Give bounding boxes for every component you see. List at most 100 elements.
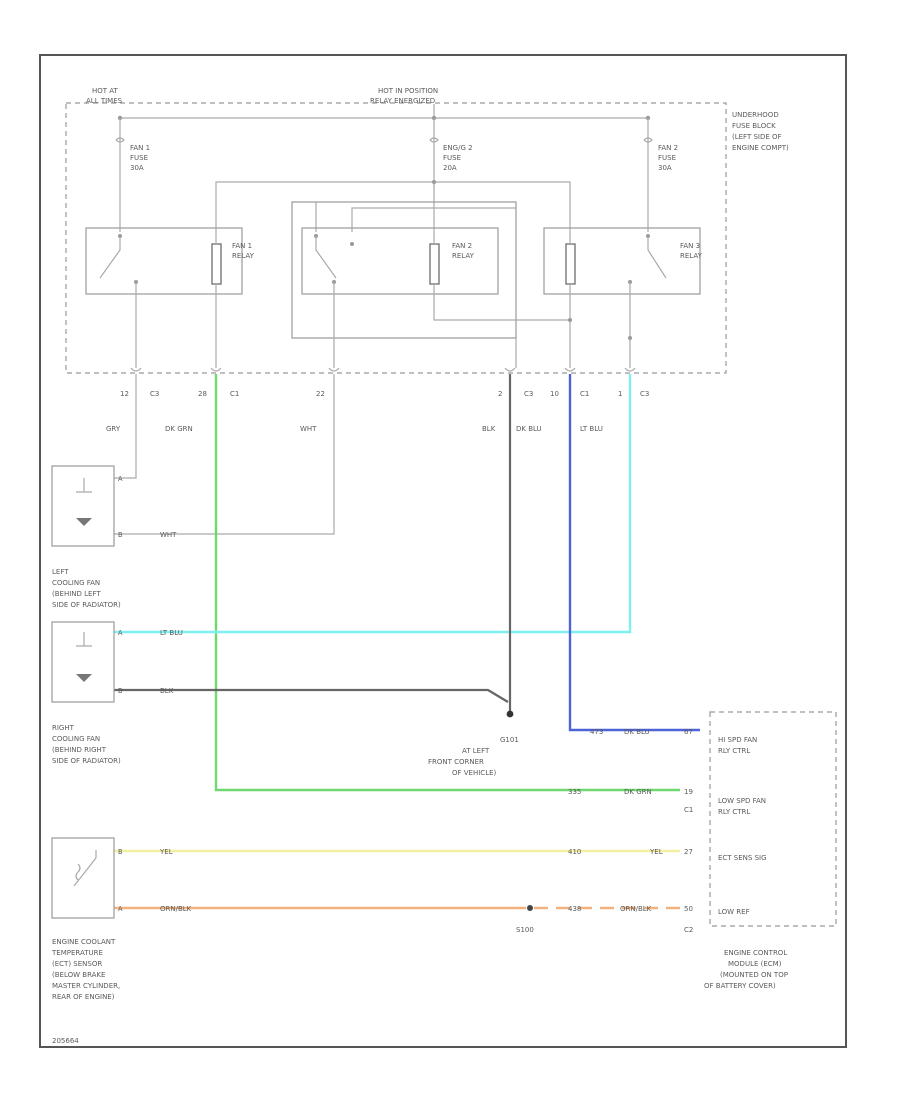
svg-text:C1: C1 — [684, 806, 693, 814]
svg-text:(BELOW BRAKE: (BELOW BRAKE — [52, 971, 105, 979]
svg-text:OF VEHICLE): OF VEHICLE) — [452, 769, 497, 777]
svg-text:RLY CTRL: RLY CTRL — [718, 808, 750, 816]
svg-text:ORN/BLK: ORN/BLK — [160, 905, 192, 913]
relay-node — [628, 336, 632, 340]
svg-text:RELAY: RELAY — [232, 252, 255, 260]
right-fan-label: RIGHT COOLING FAN (BEHIND RIGHT SIDE OF … — [52, 724, 121, 765]
svg-text:ORN/BLK: ORN/BLK — [620, 905, 652, 913]
svg-text:438: 438 — [568, 905, 581, 913]
svg-text:TEMPERATURE: TEMPERATURE — [51, 949, 103, 957]
svg-text:FAN 2: FAN 2 — [658, 144, 678, 152]
ecm-ect-sensor-pin: 410 YEL 27 ECT SENS SIG — [568, 848, 767, 862]
ecm-low-ref-pin: 438 ORN/BLK 50 C2 LOW REF — [568, 905, 750, 934]
svg-text:WHT: WHT — [160, 531, 177, 539]
svg-text:YEL: YEL — [159, 848, 173, 856]
svg-text:FRONT CORNER: FRONT CORNER — [428, 758, 484, 766]
ecm-hi-spd-fan-pin: 473 DK BLU 67 HI SPD FAN RLY CTRL — [590, 728, 757, 755]
svg-text:28: 28 — [198, 390, 207, 398]
relay-enclosure-bridge — [351, 207, 516, 232]
svg-text:SIDE OF RADIATOR): SIDE OF RADIATOR) — [52, 757, 121, 765]
fuse-block-outline — [65, 102, 727, 374]
svg-text:FUSE: FUSE — [658, 154, 676, 162]
svg-text:AT LEFT: AT LEFT — [462, 747, 490, 755]
fan-2-fuse: FAN 2 FUSE 30A — [643, 118, 678, 232]
svg-text:(ECT) SENSOR: (ECT) SENSOR — [52, 960, 102, 968]
svg-text:50: 50 — [684, 905, 693, 913]
fan-1-fuse: FAN 1 FUSE 30A — [115, 118, 150, 232]
svg-text:FAN 1: FAN 1 — [130, 144, 150, 152]
svg-text:ECT SENS SIG: ECT SENS SIG — [718, 854, 767, 862]
svg-text:RELAY: RELAY — [452, 252, 475, 260]
right-cooling-fan: A B LT BLU BLK — [51, 621, 183, 703]
svg-text:LOW SPD FAN: LOW SPD FAN — [718, 797, 766, 805]
connector-c1-pin28: 28 C1 — [198, 367, 239, 398]
svg-text:S100: S100 — [516, 926, 534, 934]
svg-text:FUSE: FUSE — [443, 154, 461, 162]
ecm-low-spd-fan-pin: 335 DK GRN 19 C1 LOW SPD FAN RLY CTRL — [568, 788, 766, 816]
svg-text:ENGINE COOLANT: ENGINE COOLANT — [52, 938, 116, 946]
coil-feed-node — [432, 180, 436, 184]
svg-text:COOLING FAN: COOLING FAN — [52, 579, 100, 587]
svg-text:335: 335 — [568, 788, 581, 796]
svg-text:(MOUNTED ON TOP: (MOUNTED ON TOP — [720, 971, 788, 979]
wire-blk-fan — [114, 688, 509, 703]
svg-text:C2: C2 — [684, 926, 693, 934]
svg-text:20A: 20A — [443, 164, 457, 172]
svg-text:DK GRN: DK GRN — [624, 788, 652, 796]
svg-text:27: 27 — [684, 848, 693, 856]
svg-text:C1: C1 — [230, 390, 239, 398]
svg-text:A: A — [118, 475, 123, 483]
fan-3-relay: FAN 3 RELAY — [543, 227, 703, 295]
svg-text:FAN 1: FAN 1 — [232, 242, 252, 250]
svg-text:1: 1 — [618, 390, 622, 398]
wire-label-blk: BLK — [482, 425, 496, 433]
connector-pin22: 22 — [316, 367, 340, 398]
svg-text:RELAY: RELAY — [680, 252, 703, 260]
connector-c3-pin1: 1 C3 — [618, 367, 649, 398]
wire-label-dk-blu: DK BLU — [516, 425, 542, 433]
relay-enclosure — [291, 201, 517, 339]
svg-text:ALL TIMES: ALL TIMES — [86, 97, 123, 105]
wire-dk-blu — [568, 374, 700, 732]
svg-text:LOW REF: LOW REF — [718, 908, 750, 916]
fan-1-relay: FAN 1 RELAY — [85, 227, 255, 295]
svg-text:MASTER CYLINDER,: MASTER CYLINDER, — [52, 982, 120, 990]
coil-link-node — [568, 318, 572, 322]
svg-text:LT BLU: LT BLU — [160, 629, 183, 637]
svg-text:FAN 2: FAN 2 — [452, 242, 472, 250]
svg-text:REAR OF ENGINE): REAR OF ENGINE) — [52, 993, 115, 1001]
svg-text:473: 473 — [590, 728, 603, 736]
svg-text:(LEFT SIDE OF: (LEFT SIDE OF — [732, 133, 782, 141]
svg-text:(BEHIND LEFT: (BEHIND LEFT — [52, 590, 101, 598]
connector-c3-pin2: 2 C3 — [498, 367, 533, 398]
ect-sensor-label: ENGINE COOLANT TEMPERATURE (ECT) SENSOR … — [51, 938, 120, 1001]
svg-text:C3: C3 — [150, 390, 159, 398]
wire-label-lt-blu: LT BLU — [580, 425, 603, 433]
svg-text:C3: C3 — [524, 390, 533, 398]
svg-text:12: 12 — [120, 390, 129, 398]
relay-coil-feed — [215, 181, 571, 232]
fan2-coil-link — [433, 294, 570, 321]
svg-text:A: A — [118, 629, 123, 637]
svg-text:HI SPD FAN: HI SPD FAN — [718, 736, 757, 744]
svg-text:22: 22 — [316, 390, 325, 398]
svg-text:30A: 30A — [130, 164, 144, 172]
svg-text:FUSE: FUSE — [130, 154, 148, 162]
svg-text:BLK: BLK — [160, 687, 174, 695]
svg-text:2: 2 — [498, 390, 502, 398]
wire-label-wht: WHT — [300, 425, 317, 433]
svg-text:RIGHT: RIGHT — [52, 724, 75, 732]
svg-text:(BEHIND RIGHT: (BEHIND RIGHT — [52, 746, 107, 754]
ecm-location-label: ENGINE CONTROL MODULE (ECM) (MOUNTED ON … — [704, 949, 788, 990]
diagram-id: 205664 — [52, 1037, 79, 1045]
svg-text:MODULE (ECM): MODULE (ECM) — [728, 960, 782, 968]
hot-at-all-times-label: HOT AT ALL TIMES — [86, 87, 123, 105]
svg-text:ENG/G 2: ENG/G 2 — [443, 144, 473, 152]
diagram-frame — [39, 54, 847, 1048]
svg-text:COOLING FAN: COOLING FAN — [52, 735, 100, 743]
ecm-outline — [709, 711, 837, 927]
wire-label-gry: GRY — [106, 425, 121, 433]
svg-text:67: 67 — [684, 728, 693, 736]
hot-in-position-label: HOT IN POSITION RELAY ENERGIZED — [370, 87, 438, 105]
svg-text:ENGINE CONTROL: ENGINE CONTROL — [724, 949, 787, 957]
